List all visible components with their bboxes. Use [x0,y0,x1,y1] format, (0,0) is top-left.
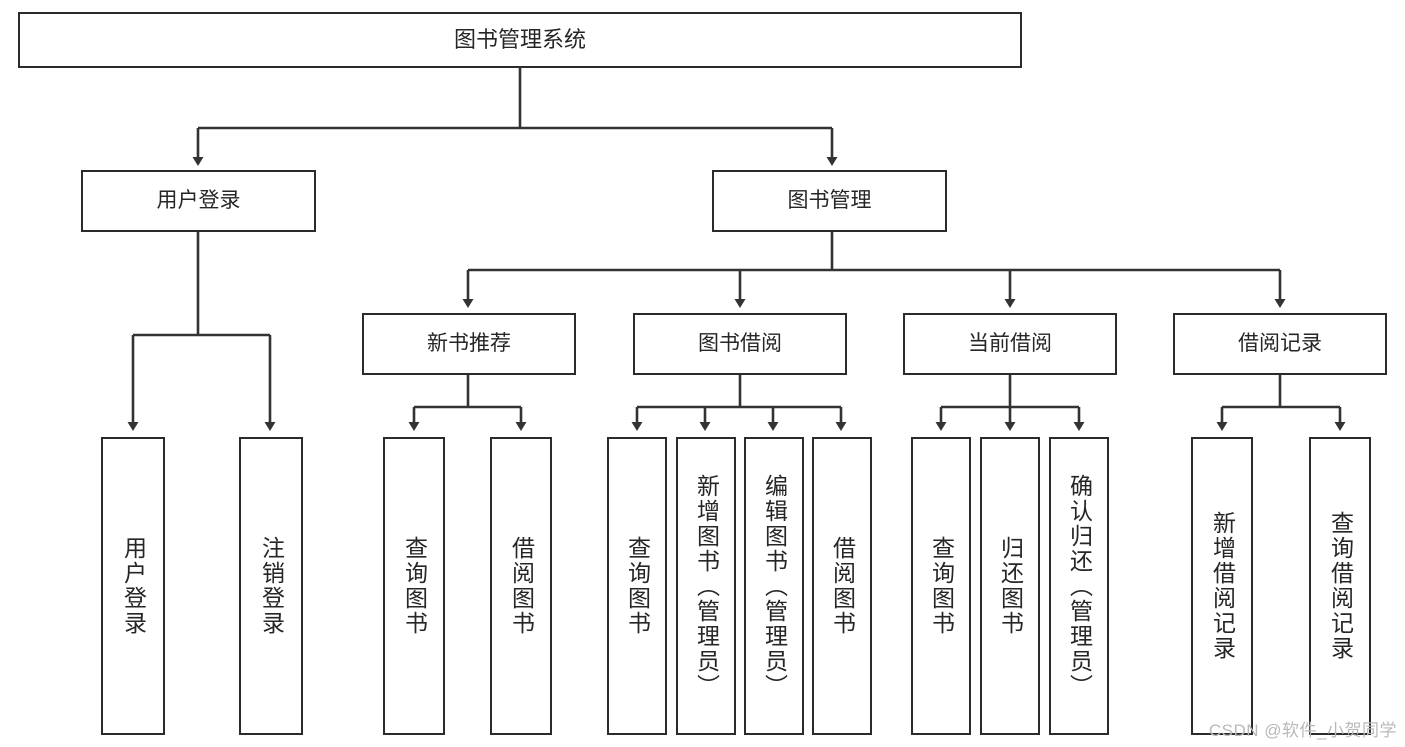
node-label: 图书管理 [787,188,872,212]
node-label: 归还图书 [997,536,1024,636]
node-leaf-user-login[interactable]: 用户登录 [101,437,165,735]
watermark-text: CSDN @软件_小贺同学 [1208,721,1397,740]
node-label: 编辑图书（管理员） [761,473,788,699]
node-current-borrow[interactable]: 当前借阅 [903,313,1117,375]
node-leaf-borrow-book-1[interactable]: 借阅图书 [490,437,552,735]
node-label: 查询图书 [624,536,651,636]
node-leaf-logout-login[interactable]: 注销登录 [239,437,303,735]
node-root-book-management-system[interactable]: 图书管理系统 [18,12,1022,68]
node-label: 用户登录 [156,188,241,212]
node-label: 新增借阅记录 [1209,511,1236,661]
node-borrow-record[interactable]: 借阅记录 [1173,313,1387,375]
node-leaf-query-book-2[interactable]: 查询图书 [607,437,667,735]
node-leaf-borrow-book-2[interactable]: 借阅图书 [812,437,872,735]
node-label: 注销登录 [258,536,285,636]
node-label: 当前借阅 [968,331,1052,355]
node-leaf-confirm-return[interactable]: 确认归还（管理员） [1049,437,1109,735]
node-new-book-recommend[interactable]: 新书推荐 [362,313,576,375]
node-label: 用户登录 [120,536,147,636]
node-leaf-query-book-1[interactable]: 查询图书 [383,437,445,735]
node-label: 查询图书 [401,536,428,636]
node-label: 借阅图书 [829,536,856,636]
node-leaf-query-book-3[interactable]: 查询图书 [911,437,971,735]
node-leaf-return-book[interactable]: 归还图书 [980,437,1040,735]
node-label: 查询图书 [928,536,955,636]
node-label: 查询借阅记录 [1327,511,1354,661]
node-label: 图书借阅 [698,331,782,355]
node-label: 借阅图书 [508,536,535,636]
node-label: 新增图书（管理员） [693,473,720,699]
node-label: 确认归还（管理员） [1066,473,1093,699]
node-user-login[interactable]: 用户登录 [81,170,316,232]
node-label: 借阅记录 [1238,331,1322,355]
node-label: 图书管理系统 [453,27,586,53]
node-book-borrow[interactable]: 图书借阅 [633,313,847,375]
node-leaf-query-record[interactable]: 查询借阅记录 [1309,437,1371,735]
node-leaf-add-record[interactable]: 新增借阅记录 [1191,437,1253,735]
node-leaf-add-book[interactable]: 新增图书（管理员） [676,437,736,735]
node-leaf-edit-book[interactable]: 编辑图书（管理员） [744,437,804,735]
node-book-manage[interactable]: 图书管理 [712,170,947,232]
node-label: 新书推荐 [427,331,511,355]
